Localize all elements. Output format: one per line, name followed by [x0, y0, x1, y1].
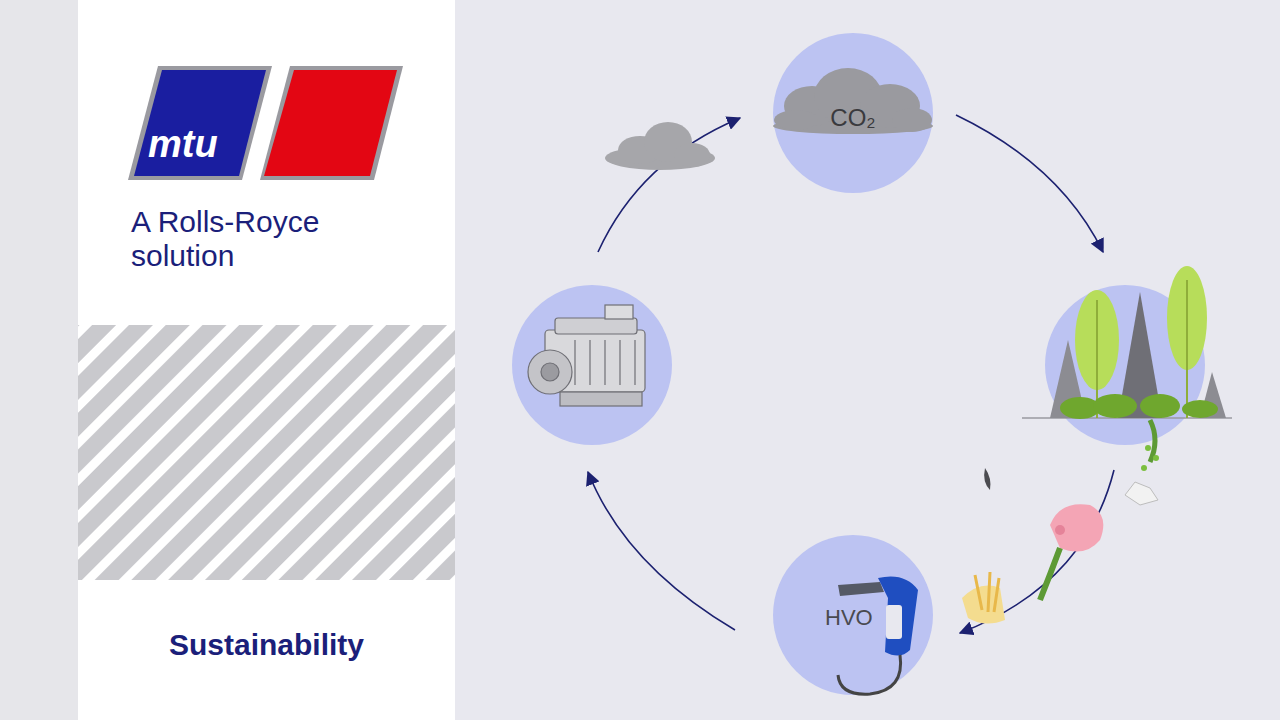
engine-illustration-part	[634, 340, 635, 385]
engine-illustration-part	[574, 340, 575, 385]
fuel-pump-nozzle	[838, 577, 918, 695]
engine-circle-part	[512, 285, 672, 445]
trees-circle-part	[1140, 394, 1180, 418]
node-text: HVO	[825, 606, 873, 630]
circle-fill	[773, 535, 933, 695]
food-waste-part	[1055, 525, 1065, 535]
co2-cloud-part	[784, 86, 840, 126]
food-waste-part	[1125, 482, 1158, 505]
cycle-arrows-part	[956, 115, 1103, 252]
section-heading: Sustainability	[78, 628, 455, 662]
cycle-arrows-part	[960, 470, 1114, 633]
logo-red-block	[260, 66, 403, 180]
small-cloud	[605, 122, 715, 170]
cycle-arrows-part	[598, 118, 740, 252]
small-cloud-part	[674, 143, 710, 167]
food-waste-part	[1050, 504, 1103, 551]
left-panel-part	[0, 0, 78, 720]
logo-border	[128, 66, 272, 180]
logo-block: mtu	[128, 66, 272, 180]
co2-cloud	[773, 68, 933, 134]
left-panel-part	[78, 325, 455, 580]
food-waste-part	[984, 468, 990, 490]
cycle-arrows-part	[588, 472, 735, 630]
co2-cloud-part	[773, 118, 933, 134]
food-waste-part	[975, 572, 999, 612]
fuel-pump-nozzle-part	[878, 577, 918, 656]
engine-illustration	[528, 305, 645, 406]
fuel-pump-nozzle-part	[838, 582, 884, 596]
engine-illustration-part	[605, 305, 633, 319]
co2-cloud-part	[814, 68, 882, 124]
trees-circle-part	[1182, 400, 1218, 418]
left-panel-part	[78, 0, 455, 720]
engine-illustration-part	[555, 318, 637, 334]
engine-illustration-part	[604, 340, 605, 385]
food-waste-part	[1141, 465, 1147, 471]
trees-circle-part	[1186, 280, 1188, 418]
engine-circle	[512, 285, 672, 445]
logo-red-block-part	[260, 66, 403, 180]
food-waste-part	[1040, 548, 1060, 600]
circle-fill	[773, 33, 933, 193]
co2-cloud-part	[774, 110, 818, 130]
subtitle-text: A Rolls-Royce solution	[131, 205, 431, 272]
co2-cloud-part	[892, 108, 932, 132]
trees-circle	[1022, 266, 1232, 445]
left-panel	[0, 0, 455, 720]
trees-circle-part	[1093, 394, 1137, 418]
fuel-pump-nozzle-part	[838, 655, 901, 694]
logo-red-block-part	[264, 70, 397, 176]
food-waste-part	[1145, 445, 1151, 451]
engine-illustration-part	[589, 340, 590, 385]
node-text: CO₂	[830, 105, 875, 131]
process-circle: CO₂	[773, 33, 933, 193]
process-circle: HVO	[773, 535, 933, 695]
logo-fill	[134, 70, 266, 176]
fuel-pump-nozzle-part	[886, 605, 902, 639]
engine-illustration-part	[528, 350, 572, 394]
engine-illustration-part	[619, 340, 620, 385]
node-text: mtu	[148, 124, 218, 166]
food-waste	[962, 420, 1159, 624]
engine-illustration-part	[541, 363, 559, 381]
engine-illustration-part	[560, 392, 642, 406]
food-waste-part	[1153, 455, 1159, 461]
co2-cloud-part	[860, 84, 920, 128]
